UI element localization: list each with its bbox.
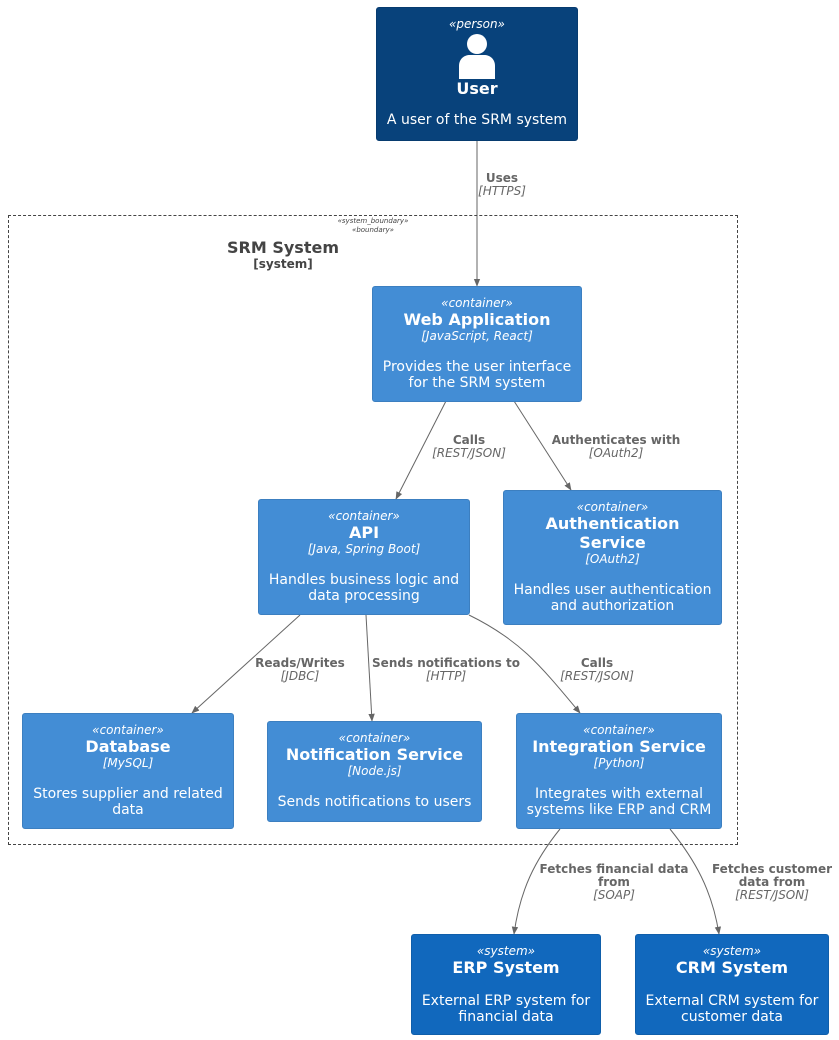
web-application-tech: [JavaScript, React] (421, 329, 533, 343)
edge-api-integration (468, 614, 581, 714)
api-stereotype: «container» (328, 509, 400, 523)
erp-system-stereotype: «system» (476, 944, 536, 958)
user-title: User (456, 79, 498, 98)
relation-calls-integration-label: Calls (580, 656, 614, 670)
integration-service-description: Integrates with external systems like ER… (526, 786, 712, 818)
relation-fetches-customer-label: Fetches customer data from (711, 862, 833, 889)
database-node[interactable]: «container» Database [MySQL] Stores supp… (22, 713, 234, 829)
authentication-service-title: Authentication Service (545, 514, 680, 552)
user-node[interactable]: «person» User A user of the SRM system (376, 7, 578, 141)
web-application-node[interactable]: «container» Web Application [JavaScript,… (372, 286, 582, 402)
person-icon (459, 34, 495, 79)
crm-system-stereotype: «system» (702, 944, 762, 958)
authentication-service-tech: [OAuth2] (585, 552, 640, 566)
notification-service-title: Notification Service (285, 745, 464, 764)
relation-reads-writes-tech: [JDBC] (280, 669, 320, 683)
relation-fetches-financial: Fetches financial data from [SOAP] (536, 863, 692, 902)
erp-system-title: ERP System (452, 958, 560, 977)
user-description: A user of the SRM system (386, 112, 568, 128)
relation-calls-api: Calls [REST/JSON] (424, 434, 514, 460)
relation-sends-notifications: Sends notifications to [HTTP] (368, 657, 524, 683)
relation-calls-api-label: Calls (452, 433, 486, 447)
authentication-service-description: Handles user authentication and authoriz… (513, 582, 712, 614)
database-stereotype: «container» (92, 723, 164, 737)
crm-system-description: External CRM system for customer data (645, 993, 819, 1025)
relation-fetches-financial-tech: [SOAP] (593, 888, 635, 902)
user-stereotype: «person» (449, 17, 505, 31)
notification-service-stereotype: «container» (338, 731, 411, 745)
relation-sends-notifications-tech: [HTTP] (425, 669, 467, 683)
srm-system-boundary: «system_boundary» «boundary» SRM System … (8, 215, 738, 845)
api-title: API (348, 523, 380, 542)
database-description: Stores supplier and related data (33, 786, 223, 818)
integration-service-stereotype: «container» (583, 723, 655, 737)
edge-integration-crm (669, 828, 722, 935)
boundary-stereotype-system-boundary: «system_boundary» (337, 217, 409, 225)
notification-service-node[interactable]: «container» Notification Service [Node.j… (267, 721, 482, 822)
web-application-description: Provides the user interface for the SRM … (382, 359, 572, 391)
edge-webapp-auth (513, 400, 572, 491)
relation-uses-tech: [HTTPS] (478, 184, 526, 198)
crm-system-node[interactable]: «system» CRM System External CRM system … (635, 934, 829, 1035)
relation-fetches-customer: Fetches customer data from [REST/JSON] (708, 863, 836, 902)
relation-reads-writes-label: Reads/Writes (255, 656, 345, 670)
api-tech: [Java, Spring Boot] (307, 542, 421, 556)
edge-integration-erp (511, 828, 561, 935)
notification-service-tech: [Node.js] (347, 764, 402, 778)
integration-service-node[interactable]: «container» Integration Service [Python]… (516, 713, 722, 829)
notification-service-description: Sends notifications to users (277, 794, 472, 810)
integration-service-tech: [Python] (593, 756, 645, 770)
database-title: Database (85, 737, 171, 756)
boundary-stereotype-boundary: «boundary» (352, 226, 394, 234)
erp-system-node[interactable]: «system» ERP System External ERP system … (411, 934, 601, 1035)
web-application-stereotype: «container» (441, 296, 513, 310)
relation-calls-api-tech: [REST/JSON] (432, 446, 506, 460)
relation-calls-integration-tech: [REST/JSON] (560, 669, 634, 683)
edge-api-database (191, 614, 301, 714)
database-tech: [MySQL] (102, 756, 154, 770)
crm-system-title: CRM System (675, 958, 789, 977)
edge-webapp-api (395, 400, 447, 500)
relation-uses: Uses [HTTPS] (470, 172, 534, 198)
relation-calls-integration: Calls [REST/JSON] (552, 657, 642, 683)
boundary-type: [system] (253, 257, 313, 271)
edge-api-notification (365, 614, 375, 722)
api-description: Handles business logic and data processi… (268, 572, 460, 604)
relation-authenticates-label: Authenticates with (551, 433, 681, 447)
authentication-service-node[interactable]: «container» Authentication Service [OAut… (503, 490, 722, 625)
authentication-service-stereotype: «container» (576, 500, 649, 514)
relation-fetches-customer-tech: [REST/JSON] (735, 888, 809, 902)
integration-service-title: Integration Service (532, 737, 706, 756)
relation-reads-writes: Reads/Writes [JDBC] (250, 657, 350, 683)
relation-authenticates: Authenticates with [OAuth2] (546, 434, 686, 460)
relation-fetches-financial-label: Fetches financial data from (539, 862, 689, 889)
relation-sends-notifications-label: Sends notifications to (372, 656, 520, 670)
api-node[interactable]: «container» API [Java, Spring Boot] Hand… (258, 499, 470, 615)
web-application-title: Web Application (403, 310, 551, 329)
boundary-title: SRM System (227, 238, 339, 257)
erp-system-description: External ERP system for financial data (421, 993, 591, 1025)
relation-authenticates-tech: [OAuth2] (588, 446, 644, 460)
relation-uses-label: Uses (485, 171, 519, 185)
